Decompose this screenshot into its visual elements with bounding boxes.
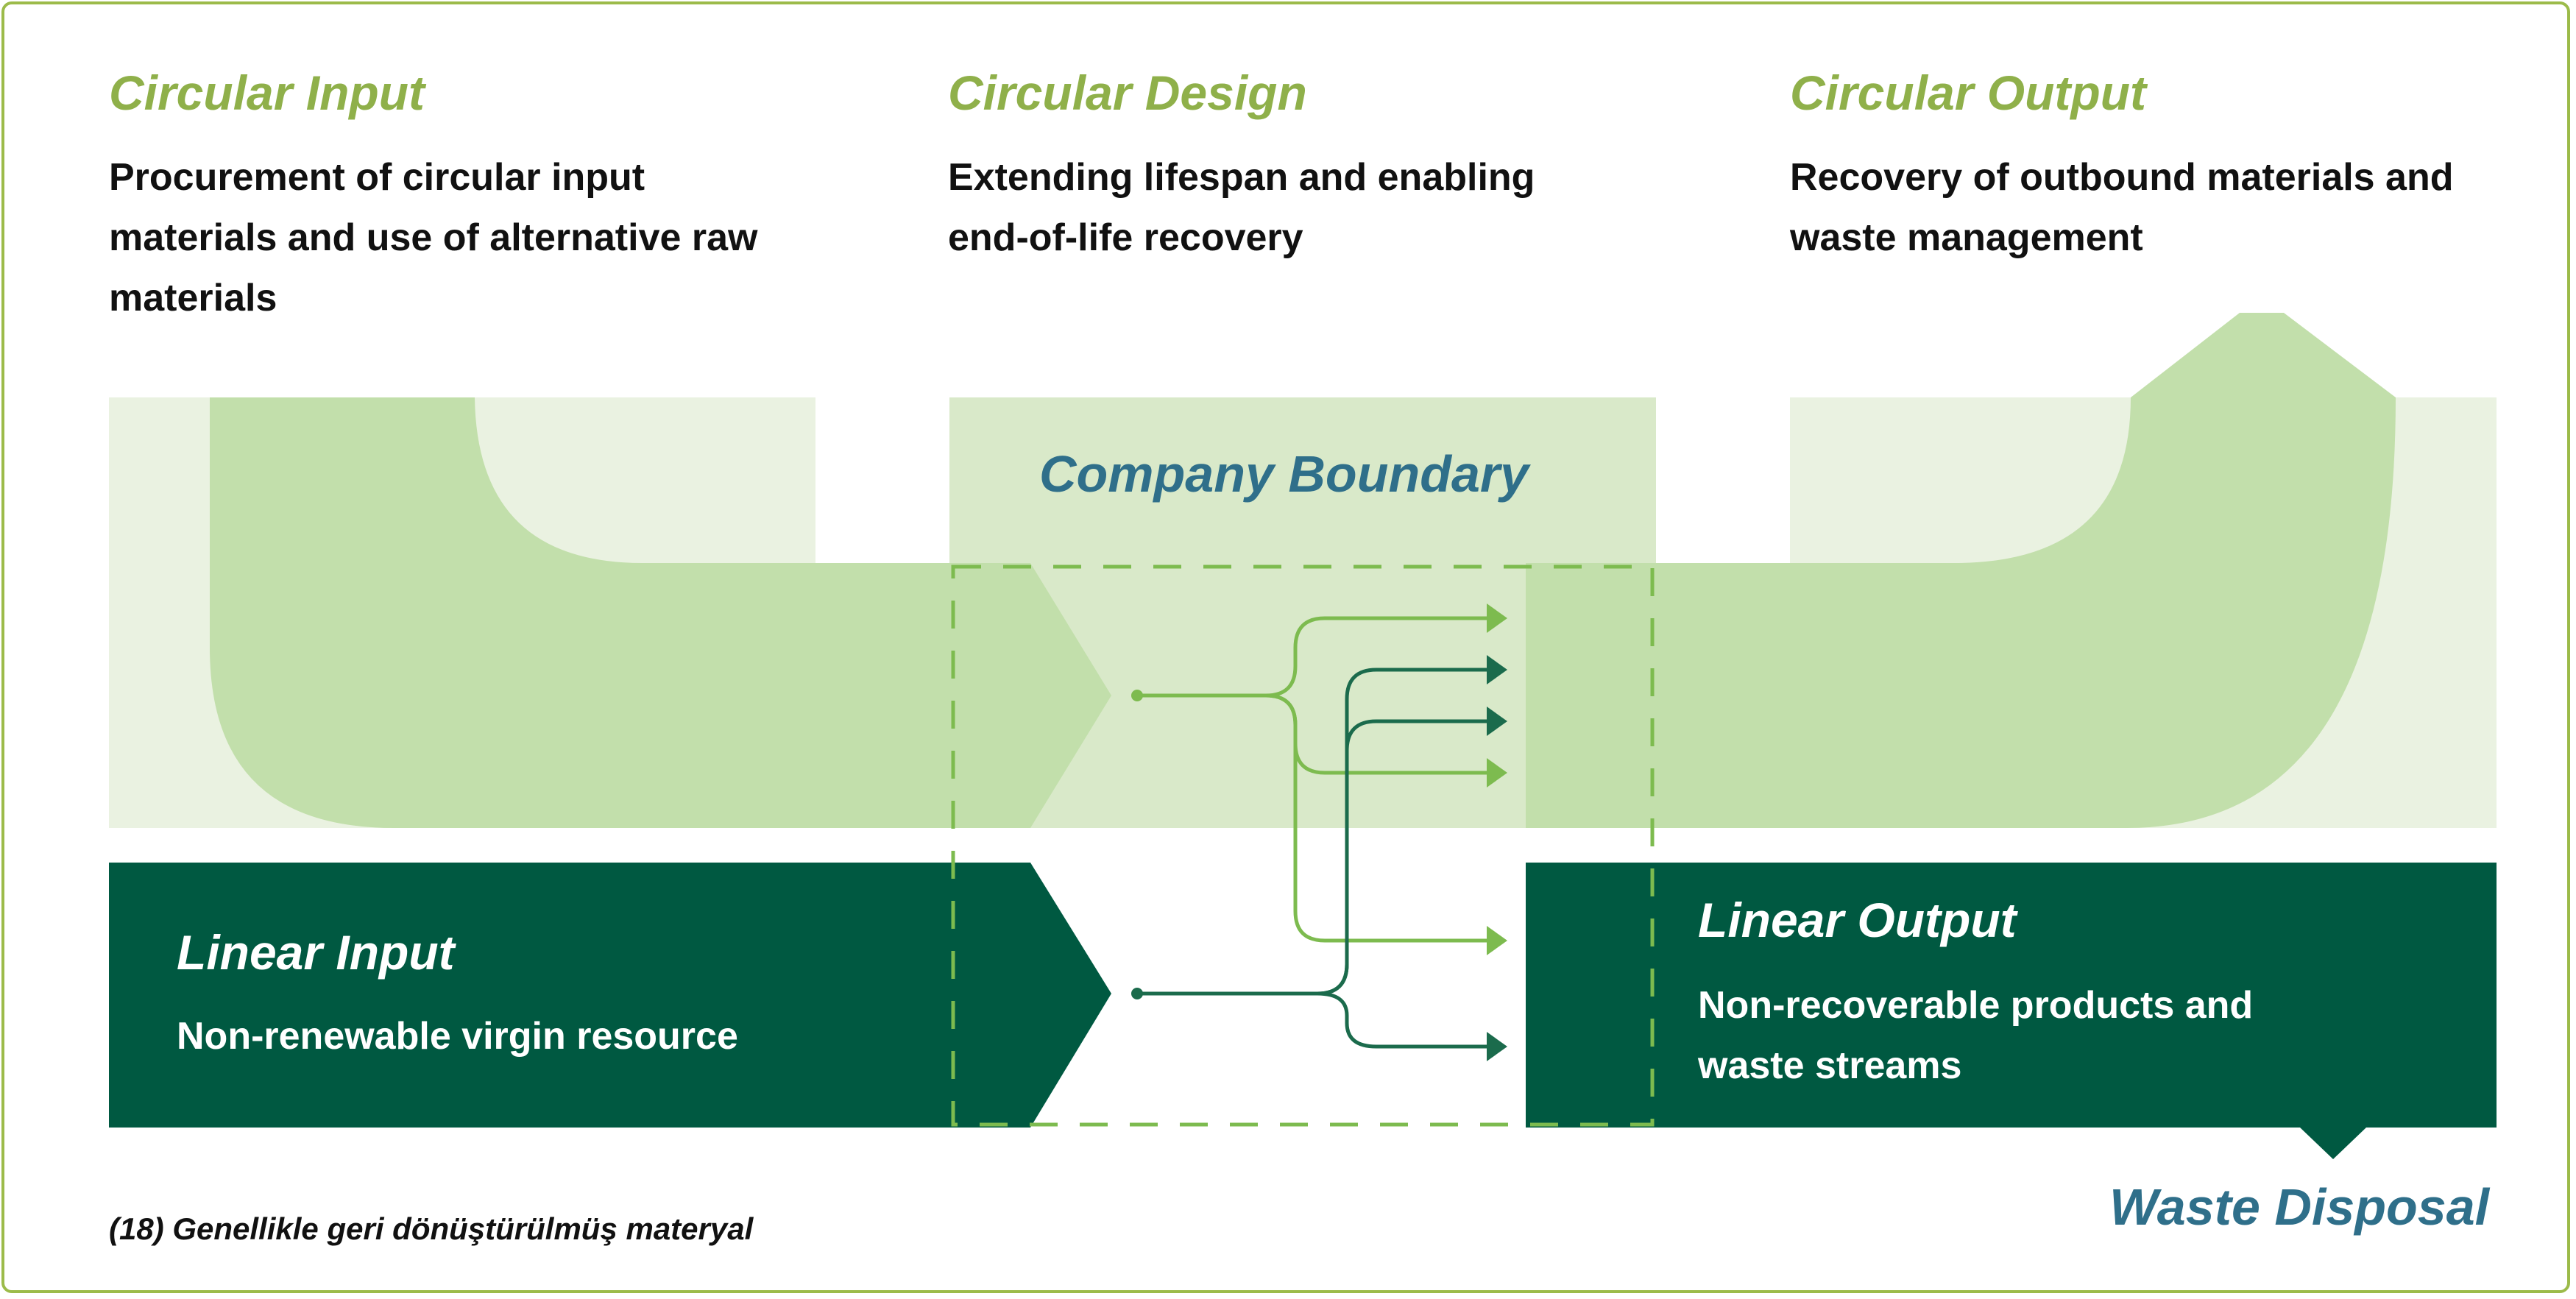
waste-disposal-label: Waste Disposal xyxy=(2109,1178,2490,1236)
linear-origin-dot xyxy=(1131,988,1143,999)
footnote: (18) Genellikle geri dönüştürülmüş mater… xyxy=(109,1211,754,1246)
linear-input-title: Linear Input xyxy=(177,925,455,980)
circular-design-title: Circular Design xyxy=(948,66,1307,120)
circular-input-title: Circular Input xyxy=(109,66,425,120)
linear-output-title: Linear Output xyxy=(1698,893,2017,947)
circular-output-description: Recovery of outbound materials and waste… xyxy=(1790,156,2454,259)
circular-origin-dot xyxy=(1131,690,1143,701)
linear-connectors xyxy=(1137,668,1494,1049)
circular-arrowheads xyxy=(1487,604,1507,955)
linear-input-description: Non-renewable virgin resource xyxy=(177,1015,738,1058)
circular-input-flow xyxy=(210,397,1111,828)
linear-input-arrow xyxy=(109,863,1111,1128)
circular-connectors xyxy=(1137,616,1494,943)
linear-output-box xyxy=(1526,863,2497,1159)
circular-output-title: Circular Output xyxy=(1790,66,2147,120)
company-boundary-line xyxy=(951,564,1655,1127)
linear-arrowheads xyxy=(1487,655,1507,1061)
circular-design-description: Extending lifespan and enabling end-of-l… xyxy=(948,156,1535,259)
company-boundary-label: Company Boundary xyxy=(1039,445,1529,503)
circular-output-flow xyxy=(1526,313,2396,828)
circular-input-description: Procurement of circular input materials … xyxy=(109,156,758,319)
linear-output-description: Non-recoverable products and waste strea… xyxy=(1698,984,2254,1087)
